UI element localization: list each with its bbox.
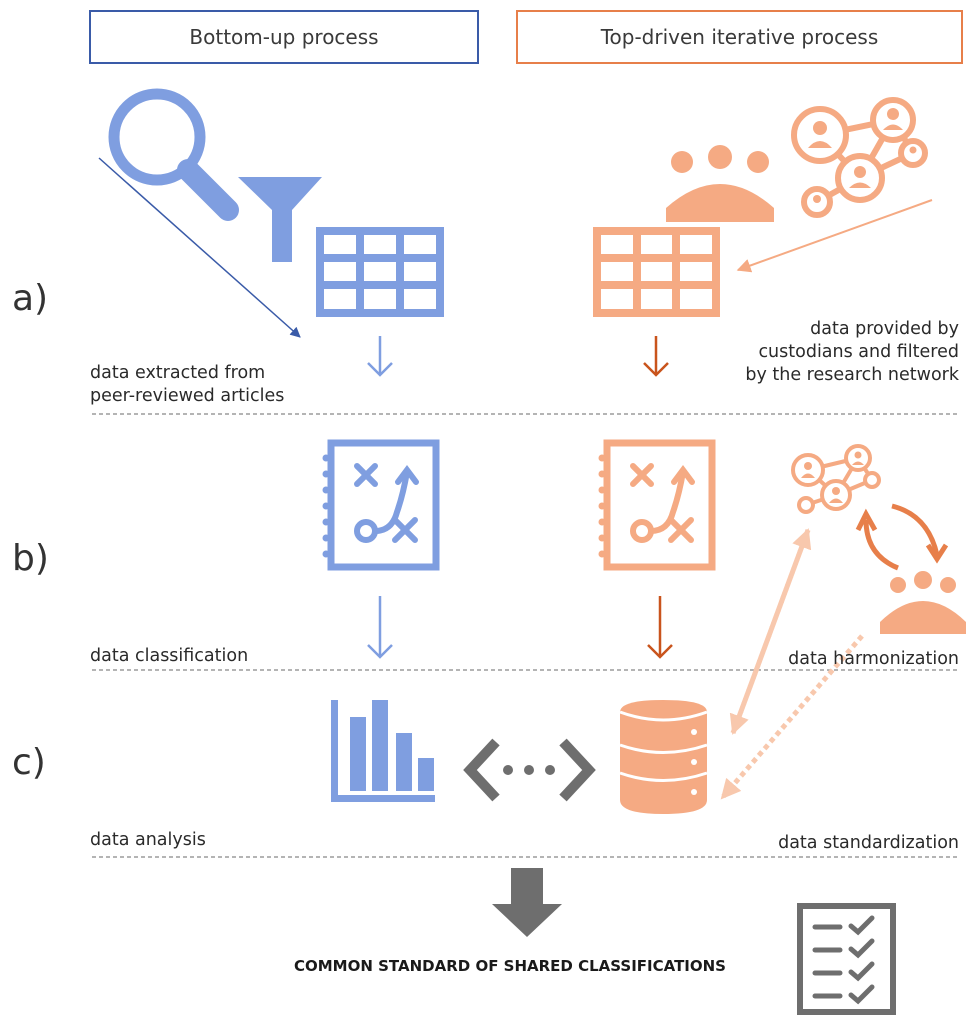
caption-data-classification: data classification [90,646,249,666]
code-connector-icon [463,738,596,802]
header-bottom-up-label: Bottom-up process [189,25,379,49]
row-label-b: b) [12,538,49,579]
people-network-icon-small [791,444,881,514]
down-arrow-a-left [367,336,393,377]
filter-icon [238,177,322,262]
header-top-driven-label: Top-driven iterative process [600,25,879,49]
caption-data-provided: data provided by custodians and filtered… [745,318,959,387]
down-arrow-b-right [647,596,673,659]
header-top-driven: Top-driven iterative process [516,10,963,64]
down-arrow-final [492,868,562,937]
caption-data-provided-line3: by the research network [745,365,959,385]
group-of-people-icon-small [880,571,966,634]
dotted-harmonization-arrows [720,528,864,800]
search-icon [108,88,239,221]
strategy-board-icon [322,439,440,571]
provision-arrow [736,199,933,273]
caption-data-standardization: data standardization [778,833,959,853]
checklist-icon [797,903,896,1015]
bar-chart-icon [331,700,435,802]
row-label-c: c) [12,742,46,783]
caption-data-analysis: data analysis [90,830,206,850]
header-bottom-up: Bottom-up process [89,10,479,64]
cycle-arrows-icon [855,503,949,571]
row-label-a: a) [12,278,49,319]
down-arrow-b-left [367,596,393,659]
final-title: COMMON STANDARD OF SHARED CLASSIFICATION… [293,957,726,975]
caption-data-provided-line1: data provided by [810,319,959,339]
table-icon-right [593,227,720,317]
table-icon [316,227,444,317]
people-network-icon [791,97,928,218]
caption-data-extracted-line2: peer-reviewed articles [90,386,285,406]
caption-data-provided-line2: custodians and filtered [758,342,959,362]
database-icon [619,700,708,814]
group-of-people-icon [666,145,774,222]
extraction-arrow [98,157,301,338]
caption-data-extracted: data extracted from peer-reviewed articl… [90,362,284,408]
down-arrow-a-right [643,336,669,377]
caption-data-extracted-line1: data extracted from [90,363,266,383]
strategy-board-icon-right [598,439,716,571]
caption-data-harmonization: data harmonization [788,649,959,669]
